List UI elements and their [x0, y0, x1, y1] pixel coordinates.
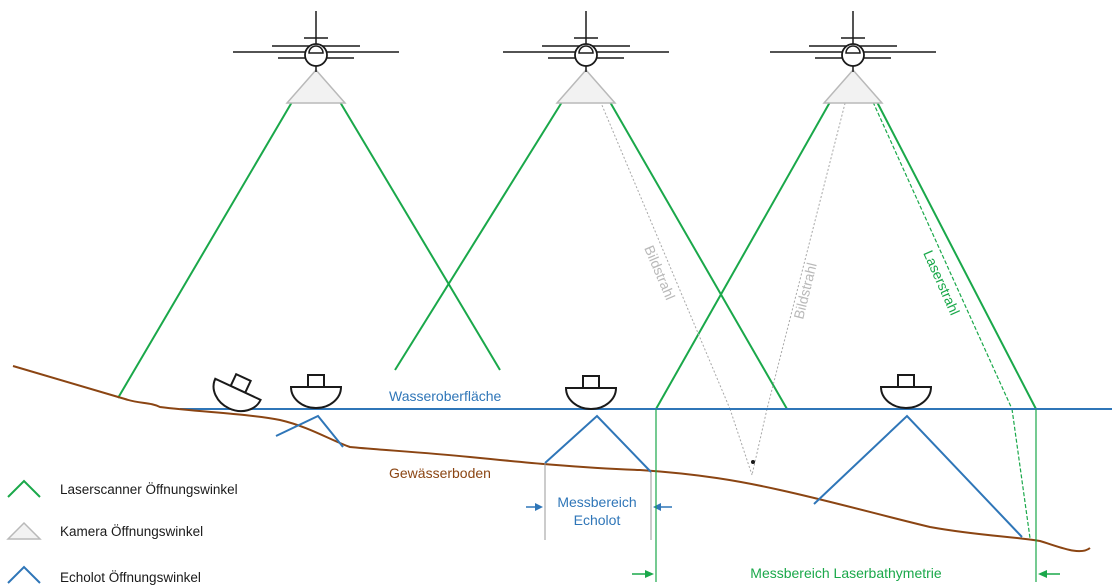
laser-beam-aircraft-2-left	[394, 101, 563, 371]
water-label-background	[386, 386, 526, 406]
echo-measurement-bracket	[526, 463, 672, 540]
laser-ray-refracted	[872, 101, 1013, 410]
boat-3	[879, 374, 933, 409]
laser-area-label: Messbereich Laserbathymetrie	[750, 565, 942, 581]
camera-angle-aircraft-2	[555, 68, 617, 104]
aircraft-1	[233, 11, 399, 104]
boat-tilted	[212, 372, 262, 413]
boat-1	[289, 374, 343, 409]
laser-beam-aircraft-2-right	[609, 101, 788, 410]
laser-beam-aircraft-1-right	[339, 101, 501, 371]
laser-beam-aircraft-1-left	[117, 101, 293, 399]
camera-angle-aircraft-1	[285, 68, 347, 104]
image-rays	[587, 71, 854, 476]
laser-angle-icon	[7, 479, 41, 498]
laser-ray-underwater	[1011, 408, 1031, 539]
echo-beams	[275, 414, 1023, 538]
legend-label-echo: Echolot Öffnungswinkel	[60, 570, 201, 585]
laser-beam-aircraft-3-left	[655, 101, 831, 410]
laser-beam-aircraft-3-right	[876, 101, 1037, 410]
laser-ray-label: Laserstrahl	[920, 248, 963, 318]
ground-line	[12, 365, 1091, 553]
water-surface-label: Wasseroberfläche	[389, 388, 502, 404]
laser-measurement-bracket	[632, 409, 1060, 582]
echo-area-label-line1: Messbereich	[557, 494, 636, 510]
legend-label-camera: Kamera Öffnungswinkel	[60, 524, 203, 539]
echo-label-background	[546, 488, 649, 532]
camera-angle-icon	[6, 521, 42, 540]
legend: Laserscanner Öffnungswinkel Kamera Öffnu…	[6, 479, 238, 585]
image-ray-label-2: Bildstrahl	[790, 261, 819, 321]
echo-area-label-line2: Echolot	[574, 512, 621, 528]
legend-label-laser: Laserscanner Öffnungswinkel	[60, 482, 238, 497]
camera-angle-aircraft-3	[822, 68, 884, 104]
boat-2	[564, 375, 618, 410]
aircraft-3	[770, 11, 936, 104]
echo-angle-icon	[7, 565, 41, 584]
image-ray-intersection-point	[751, 460, 755, 464]
laser-beams	[117, 101, 1037, 410]
ground-label: Gewässerboden	[389, 465, 491, 481]
aircraft-2	[503, 11, 669, 104]
